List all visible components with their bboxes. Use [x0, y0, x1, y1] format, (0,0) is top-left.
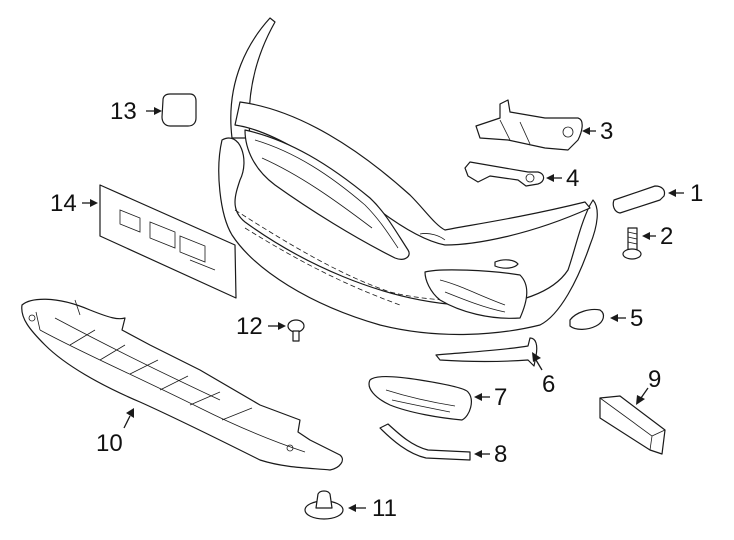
part-11-clip — [304, 490, 344, 520]
part-10-undertray — [21, 298, 343, 471]
callout-4: 4 — [566, 165, 580, 192]
part-12-screw — [287, 319, 305, 342]
callout-7: 7 — [494, 384, 508, 411]
callout-10: 10 — [96, 430, 123, 457]
callout-2: 2 — [660, 223, 674, 250]
part-4-bracket — [464, 161, 545, 187]
part-7-grille — [368, 376, 472, 421]
callout-14: 14 — [50, 190, 77, 217]
callout-9: 9 — [648, 366, 662, 393]
part-2-bolt — [622, 227, 642, 260]
part-1-trim — [612, 185, 666, 214]
part-13-pad — [161, 93, 197, 127]
callout-8: 8 — [494, 441, 508, 468]
callout-1: 1 — [690, 180, 704, 207]
callout-11: 11 — [372, 495, 397, 522]
callout-6: 6 — [542, 371, 556, 398]
callout-5: 5 — [630, 305, 644, 332]
leader-lines — [82, 107, 684, 512]
bumper-cover — [218, 17, 598, 336]
part-3-bracket — [475, 99, 583, 151]
callout-13: 13 — [110, 98, 137, 125]
callout-12: 12 — [236, 313, 263, 340]
part-6-trim — [435, 337, 538, 367]
part-5-cap — [569, 308, 605, 330]
part-8-trim — [379, 423, 471, 461]
part-9-bracket — [599, 395, 666, 455]
callout-3: 3 — [600, 118, 614, 145]
part-14-license-bracket — [99, 184, 237, 299]
